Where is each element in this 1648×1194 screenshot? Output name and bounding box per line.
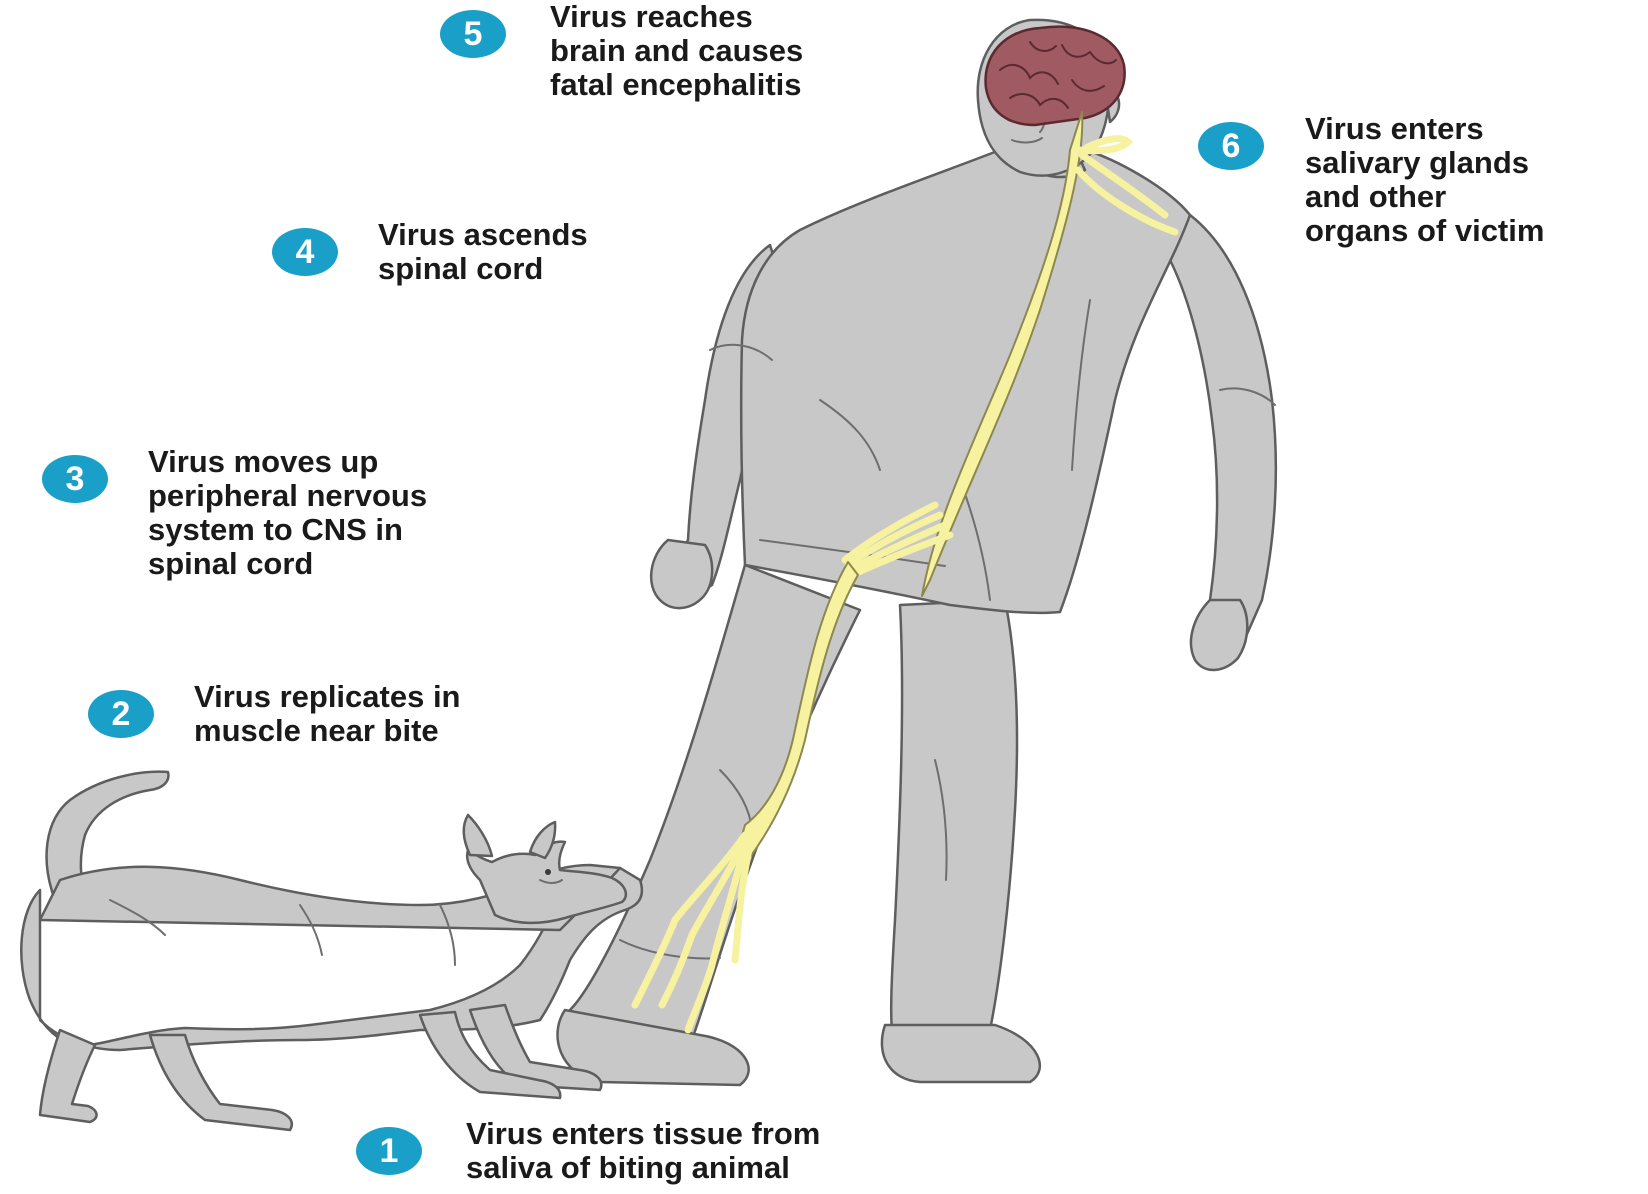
dog-leg-back: [40, 1030, 97, 1122]
step-2-badge: 2: [88, 690, 154, 738]
step-2-label: Virus replicates in muscle near bite: [194, 680, 461, 748]
human-torso: [741, 148, 1190, 613]
step-1-label: Virus enters tissue from saliva of bitin…: [466, 1117, 820, 1185]
human-leg-right: [891, 600, 1017, 1030]
step-3-badge: 3: [42, 455, 108, 503]
human-hand-right: [1191, 600, 1247, 670]
dog-figure: [21, 772, 642, 1130]
step-4-badge: 4: [272, 228, 338, 276]
step-3-label: Virus moves up peripheral nervous system…: [148, 445, 427, 581]
human-hand-left: [651, 540, 712, 608]
human-arm-right: [1170, 215, 1276, 655]
step-6-badge: 6: [1198, 122, 1264, 170]
step-5-label: Virus reaches brain and causes fatal enc…: [550, 0, 803, 102]
human-shoe-right: [882, 1025, 1040, 1082]
step-6-label: Virus enters salivary glands and other o…: [1305, 112, 1544, 248]
brain: [986, 27, 1125, 125]
step-4-label: Virus ascends spinal cord: [378, 218, 588, 286]
human-figure: [558, 20, 1276, 1085]
step-5-badge: 5: [440, 10, 506, 58]
step-1-badge: 1: [356, 1127, 422, 1175]
